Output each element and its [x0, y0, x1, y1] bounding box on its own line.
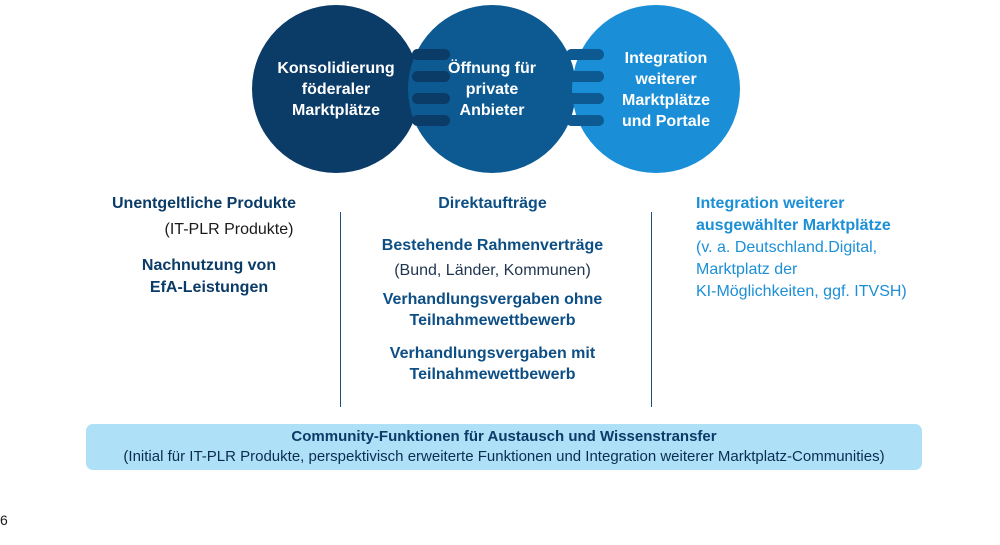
middle-item-1-title: Bestehende Rahmenverträge	[381, 237, 604, 254]
circle-opening	[408, 5, 576, 173]
right-column: Integration weiterer ausgewählter Marktp…	[696, 193, 956, 303]
left-title: Unentgeltliche Produkte	[111, 195, 297, 212]
circle-integration	[572, 5, 740, 173]
left-column: Unentgeltliche Produkte (IT-PLR Produkte…	[86, 193, 322, 299]
circle-consolidation	[252, 5, 420, 173]
circle-label-consolidation: Konsolidierung föderaler Marktplätze	[277, 60, 395, 119]
right-note: (v. a. Deutschland.Digital, Marktplatz d…	[696, 239, 907, 300]
bar-title: Community-Funktionen für Austausch und W…	[291, 428, 717, 445]
gear-teeth-left	[412, 49, 450, 126]
middle-item-3-title: Verhandlungsvergaben mit Teilnahmewettbe…	[389, 345, 596, 383]
left-item: Nachnutzung von EfA-Leistungen	[141, 257, 277, 296]
community-functions-bar: Community-Funktionen für Austausch und W…	[86, 424, 922, 470]
left-subtitle: (IT-PLR Produkte)	[164, 221, 294, 238]
circle-label-opening: Öffnung für private Anbieter	[448, 60, 536, 119]
divider-left	[340, 212, 341, 407]
circles-graphic	[252, 5, 740, 173]
circle-label-integration: Integration weiterer Marktplätze und Por…	[621, 50, 711, 130]
middle-item-2-title: Verhandlungsvergaben ohne Teilnahmewettb…	[382, 291, 603, 329]
page-number: 6	[0, 512, 8, 528]
middle-item-1-note: (Bund, Länder, Kommunen)	[394, 262, 591, 279]
divider-right	[651, 212, 652, 407]
middle-title: Direktaufträge	[438, 195, 547, 212]
bar-subtitle: (Initial für IT-PLR Produkte, perspektiv…	[123, 448, 885, 465]
middle-column: Direktaufträge Bestehende Rahmenverträge…	[350, 193, 635, 385]
right-title: Integration weiterer ausgewählter Marktp…	[696, 195, 891, 234]
gear-teeth-right	[566, 49, 604, 126]
